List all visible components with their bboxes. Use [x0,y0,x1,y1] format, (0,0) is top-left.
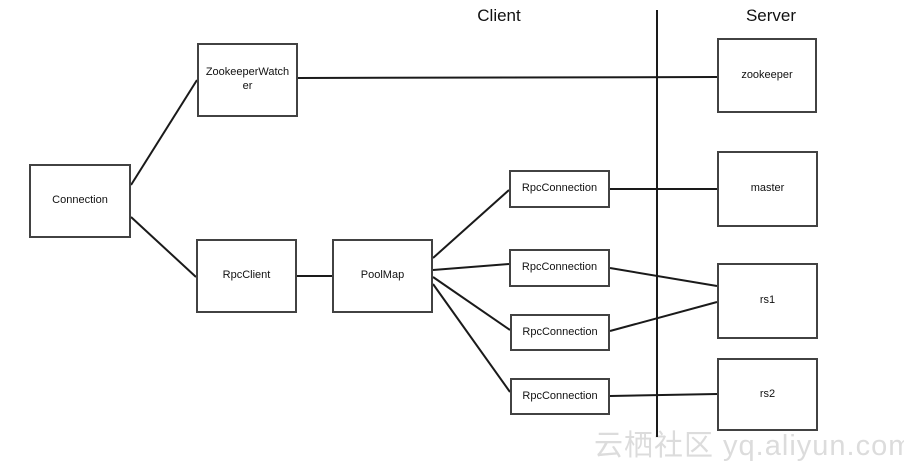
node-rpc-connection-1-label: RpcConnection [521,182,598,195]
node-master-label: master [750,182,785,195]
watermark: 云栖社区 yq.aliyun.com [594,430,904,461]
edge-rpcconnection4-rs2 [609,393,718,397]
section-label-server: Server [745,6,797,25]
node-rpc-connection-2: RpcConnection [509,249,610,287]
edge-zookeeperwatcher-zookeeper [297,76,718,79]
node-rs1-label: rs1 [759,294,776,307]
node-connection-label: Connection [52,194,108,207]
node-rpc-client: RpcClient [196,239,297,313]
edge-rpcconnection3-rs1 [609,301,718,332]
node-master: master [717,151,818,227]
edge-poolmap-rpcconnection2 [432,263,510,271]
edge-poolmap-rpcconnection3 [432,276,511,331]
section-label-client: Client [477,6,521,25]
node-rpc-connection-3: RpcConnection [510,314,610,351]
node-connection: Connection [29,164,131,238]
node-rpc-connection-3-label: RpcConnection [522,325,598,338]
node-rpc-connection-1: RpcConnection [509,170,610,208]
node-pool-map: PoolMap [332,239,433,313]
edge-connection-rpcclient [130,216,197,278]
node-rpc-connection-4: RpcConnection [510,378,610,415]
edge-rpcconnection2-rs1 [609,267,718,287]
node-zookeeper-label: zookeeper [741,68,793,81]
node-zookeeper-watcher: ZookeeperWatcher [197,43,298,117]
node-rpc-connection-2-label: RpcConnection [521,261,598,274]
node-zookeeper-watcher-label: ZookeeperWatcher [205,66,290,92]
edge-connection-zookeeperwatcher [130,79,198,186]
node-pool-map-label: PoolMap [360,269,405,282]
edge-poolmap-rpcconnection1 [432,189,510,259]
node-rs2: rs2 [717,358,818,431]
node-rs2-label: rs2 [759,387,776,400]
node-rpc-client-label: RpcClient [222,269,271,282]
node-rs1: rs1 [717,263,818,339]
node-zookeeper: zookeeper [717,38,817,113]
edge-poolmap-rpcconnection4 [432,283,511,393]
node-rpc-connection-4-label: RpcConnection [522,389,598,402]
